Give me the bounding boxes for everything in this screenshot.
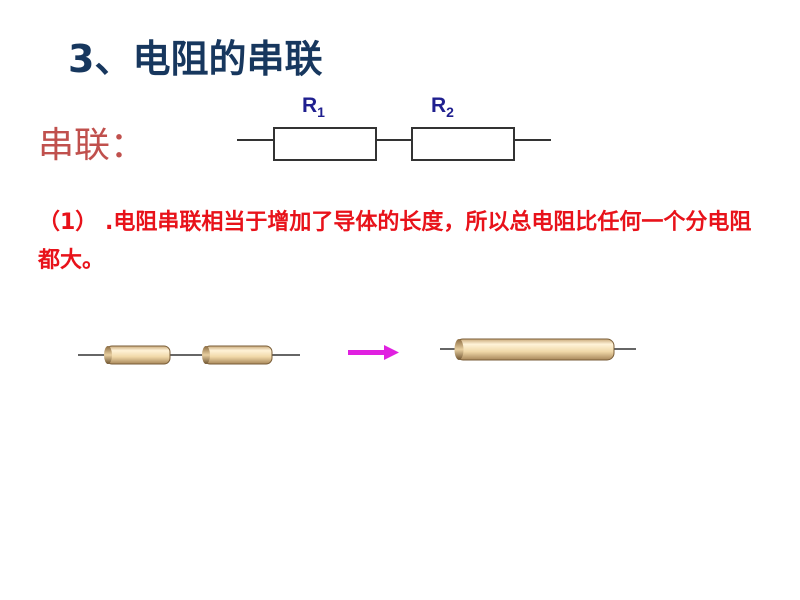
conductor-end-cap xyxy=(104,346,112,364)
wire-left xyxy=(237,139,275,141)
right-arrow-icon xyxy=(348,345,399,360)
resistor-name: R xyxy=(302,94,318,117)
resistor-label-r1: R1 xyxy=(302,94,325,120)
resistor-subscript: 2 xyxy=(446,104,454,120)
long-conductor xyxy=(440,338,636,361)
conductor-end-cap xyxy=(202,346,210,364)
slide-title: 3、电阻的串联 xyxy=(68,37,323,81)
resistor-label-r2: R2 xyxy=(431,94,454,120)
resistor-r1 xyxy=(273,127,377,161)
short-conductor-1 xyxy=(105,345,171,365)
explanation-text: （1） .电阻串联相当于增加了导体的长度，所以总电阻比任何一个分电阻都大。 xyxy=(38,210,752,273)
conductor-end-cap xyxy=(454,339,464,360)
short-conductor-2 xyxy=(203,345,273,365)
long-conductor-body xyxy=(455,338,615,361)
resistor-name: R xyxy=(431,94,447,117)
wire-middle xyxy=(377,139,413,141)
wire-right xyxy=(515,139,551,141)
resistor-r2 xyxy=(411,127,515,161)
resistor-subscript: 1 xyxy=(317,104,325,120)
series-label: 串联： xyxy=(38,125,147,166)
short-conductors xyxy=(78,345,300,365)
